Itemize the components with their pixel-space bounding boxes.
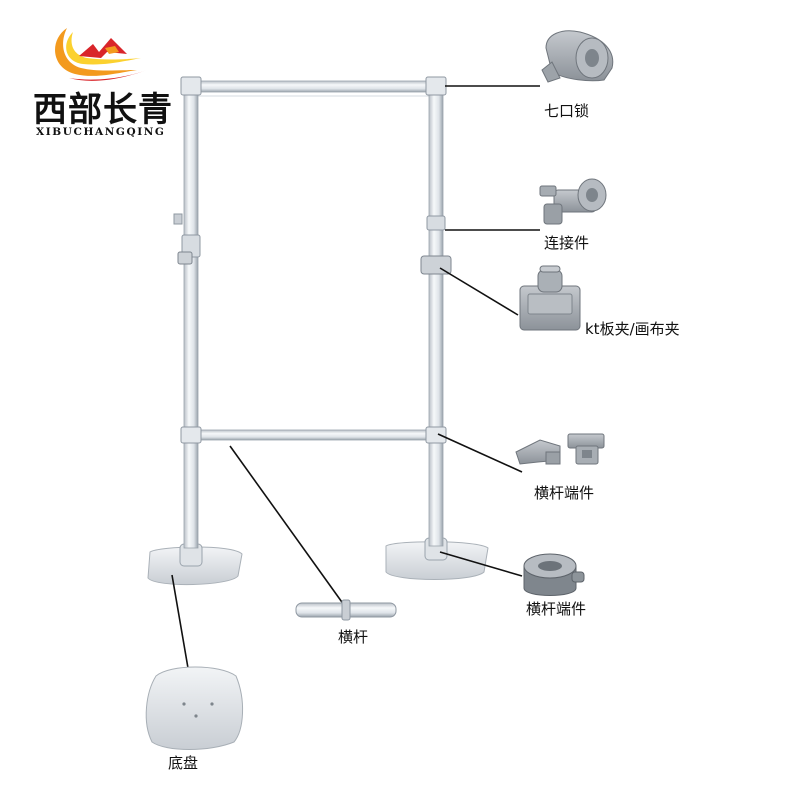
top-crossbar	[189, 80, 439, 93]
round-end-part-icon	[523, 553, 585, 596]
crossbar-end-part-icon	[515, 433, 605, 465]
right-base	[385, 541, 489, 580]
label-crossbar: 横杆	[338, 628, 369, 646]
label-seven-lock: 七口锁	[544, 102, 590, 120]
label-crossbar-end-2: 横杆端件	[526, 600, 587, 618]
leader-kt-clip	[439, 267, 519, 316]
bottom-crossbar	[189, 429, 439, 441]
leader-crossbar-end-1	[437, 433, 523, 473]
brand-pinyin: XIBUCHANGQING	[36, 126, 166, 138]
label-base: 底盘	[168, 754, 199, 772]
right-pole	[428, 77, 444, 547]
brand-name: 西部长青	[33, 90, 173, 130]
base-plate-part-icon	[145, 666, 244, 750]
left-pole	[183, 77, 199, 549]
brand-logo-icon	[55, 28, 147, 81]
connector-part-icon	[539, 178, 607, 225]
seven-lock-part-icon	[541, 30, 614, 83]
display-panel	[196, 95, 434, 435]
kt-clip-part-icon	[519, 265, 581, 331]
leader-crossbar	[229, 445, 345, 606]
label-crossbar-end-1: 横杆端件	[534, 484, 595, 502]
label-kt-clip: kt板夹/画布夹	[585, 320, 680, 338]
label-connector: 连接件	[544, 234, 590, 252]
leader-crossbar-end-2	[439, 551, 523, 577]
leader-base	[171, 574, 189, 669]
crossbar-part-icon	[295, 599, 397, 621]
